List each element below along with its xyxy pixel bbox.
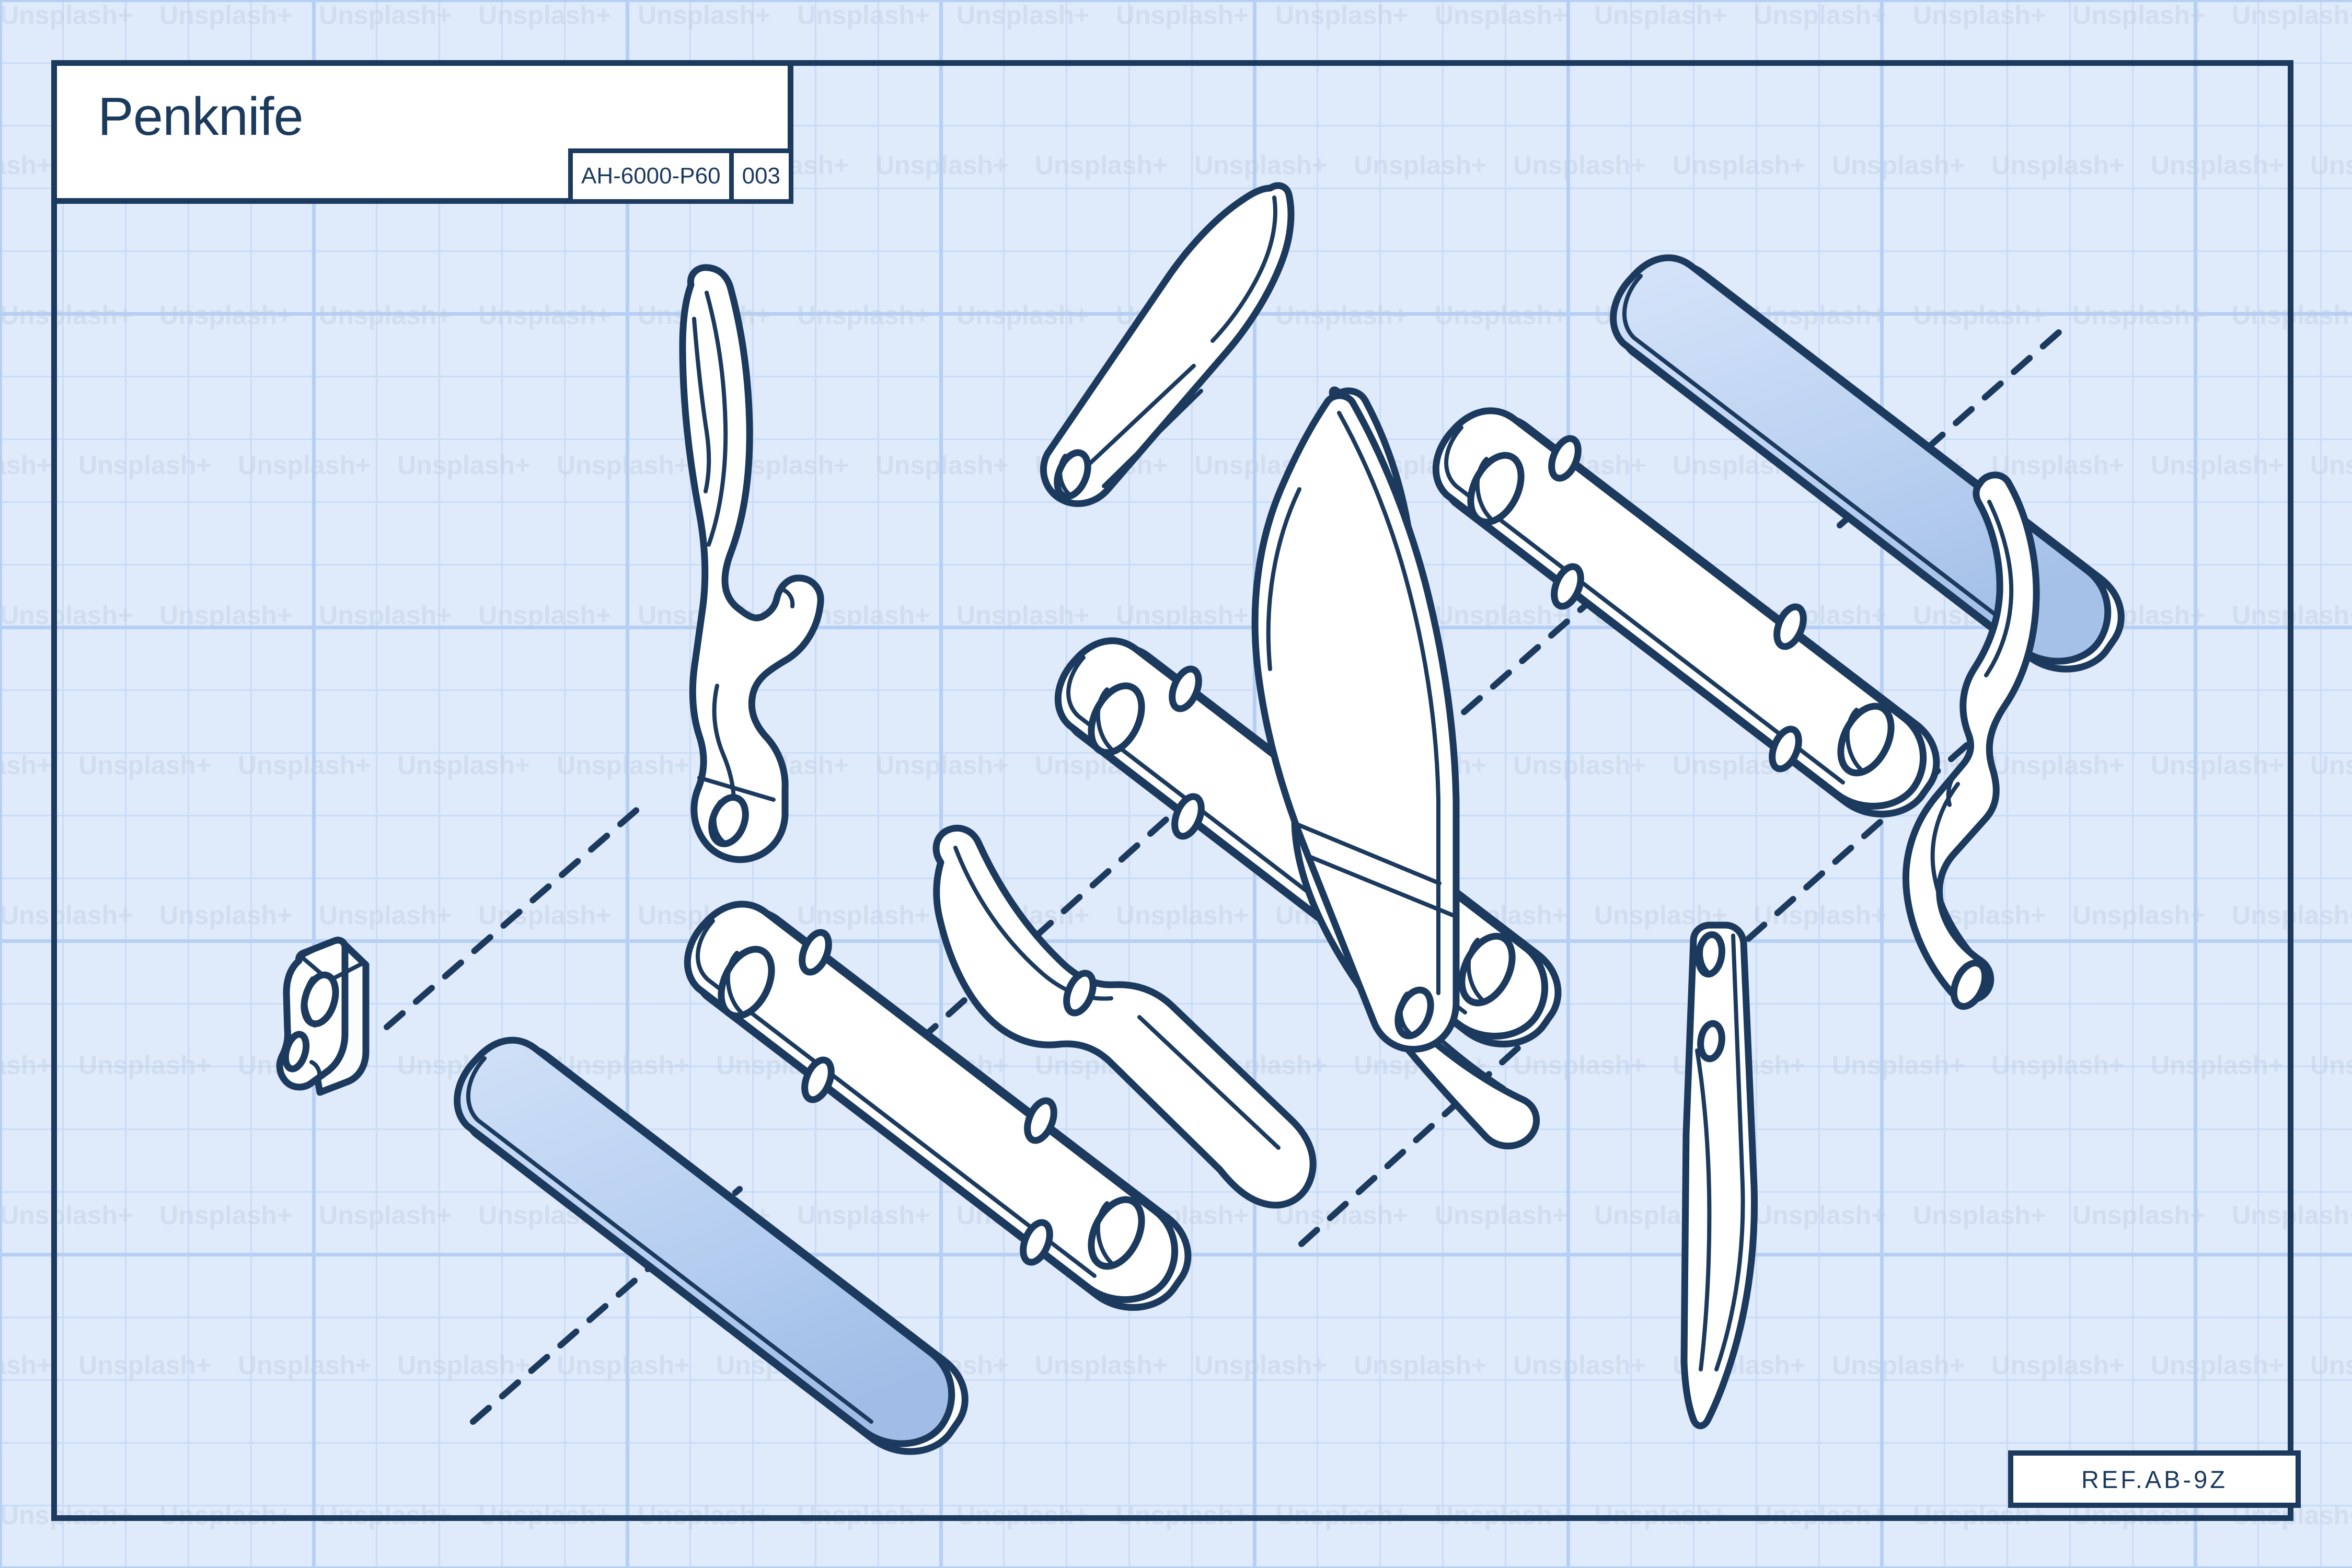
- part-left-backspring: [679, 264, 824, 863]
- sheet-number: 003: [729, 153, 789, 199]
- drawing-number-row: AH-6000-P60 003: [568, 148, 793, 204]
- lead-line-bolster: [384, 799, 649, 1030]
- part-right-liner-plate: [1432, 407, 1940, 818]
- part-left-liner-plate: [684, 901, 1192, 1311]
- part-small-blade: [1040, 182, 1295, 508]
- reference-block: REF.AB-9Z: [2008, 1450, 2301, 1508]
- lead-line-left-scale: [470, 1186, 743, 1425]
- part-left-handle-scale: [454, 1036, 969, 1455]
- drawing-number: AH-6000-P60: [581, 163, 721, 189]
- part-awl-blade: [1680, 921, 1758, 1429]
- reference-code: REF.AB-9Z: [2081, 1465, 2228, 1493]
- part-bolster-spacer: [276, 937, 370, 1096]
- lead-line-left-liner: [917, 812, 1174, 1043]
- lead-line-center-liner: [1298, 1016, 1553, 1247]
- title-block: Penknife AH-6000-P60 003: [51, 60, 793, 204]
- page-title: Penknife: [98, 86, 304, 146]
- part-main-blade: [1251, 392, 1460, 1053]
- part-lower-backspring: [932, 824, 1317, 1209]
- part-right-backspring: [1902, 471, 2040, 1010]
